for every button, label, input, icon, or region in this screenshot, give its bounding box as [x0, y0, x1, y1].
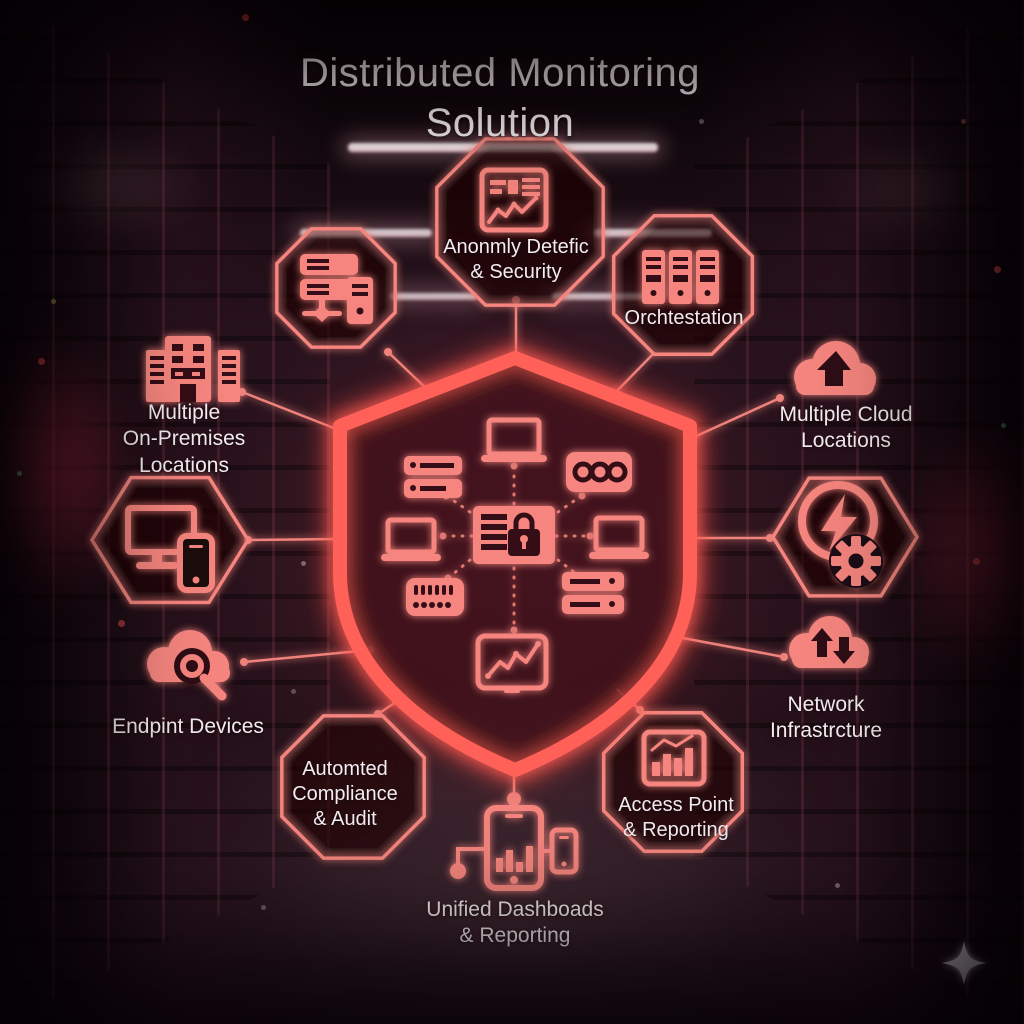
- label-compliance-audit: Automted Compliance & Audit: [292, 758, 398, 830]
- diagram-title: Distributed Monitoring Solution: [299, 51, 701, 145]
- light-haze-right: [834, 150, 984, 230]
- octagon-compliance: [282, 716, 424, 858]
- power-gear-icon: [798, 481, 883, 588]
- label-anomaly-detection: Anonmly Detefic & Security: [443, 236, 589, 283]
- octagon-anomaly: [437, 139, 603, 305]
- label-unified-dashboards: Unified Dashboads & Reporting: [426, 898, 604, 948]
- cloud-search-icon: [147, 630, 230, 701]
- label-orchestration: Orchtestation: [624, 307, 744, 329]
- server-towers-icon: [642, 250, 719, 304]
- shield-inner-icons: [381, 417, 649, 693]
- label-network-infrastructure: Network Infrastrcture: [769, 693, 883, 743]
- server-rack-wall-left: [0, 0, 330, 1024]
- cloud-sync-icon: [789, 616, 869, 668]
- laptop-icon: [589, 515, 649, 559]
- cable-glow-right: [904, 420, 1024, 680]
- label-cloud-locations: Multiple Cloud Locations: [779, 403, 913, 453]
- label-endpoint-devices: Endpint Devices: [112, 715, 264, 738]
- node-icons: [125, 167, 883, 891]
- light-haze-left: [30, 140, 200, 230]
- monitor-phone-icon: [125, 505, 215, 593]
- ceiling-light: [390, 293, 478, 300]
- label-access-point: Access Point & Reporting: [618, 794, 734, 841]
- control-panel-icon: [566, 452, 632, 492]
- ceiling-light: [552, 293, 648, 300]
- buildings-icon: [146, 336, 240, 402]
- hexagon-endpoint-display: [92, 478, 248, 603]
- tablet-phone-icon: [450, 805, 579, 891]
- chart-monitor-icon: [475, 633, 549, 693]
- bar-chart-icon: [641, 729, 707, 787]
- cloud-upload-icon: [794, 341, 876, 395]
- server-stack-icon: [562, 572, 624, 614]
- server-stack-icon: [404, 456, 462, 498]
- report-chart-icon: [479, 167, 549, 233]
- node-shapes: [92, 139, 917, 858]
- lock-card-icon: [473, 506, 555, 564]
- server-network-icon: [300, 254, 373, 324]
- vent-panel-icon: [406, 578, 464, 616]
- label-on-premises: Multiple On-Premises Locations: [122, 401, 246, 477]
- laptop-icon: [381, 517, 441, 561]
- sparkle-icon: [942, 941, 986, 985]
- laptop-icon: [481, 417, 547, 462]
